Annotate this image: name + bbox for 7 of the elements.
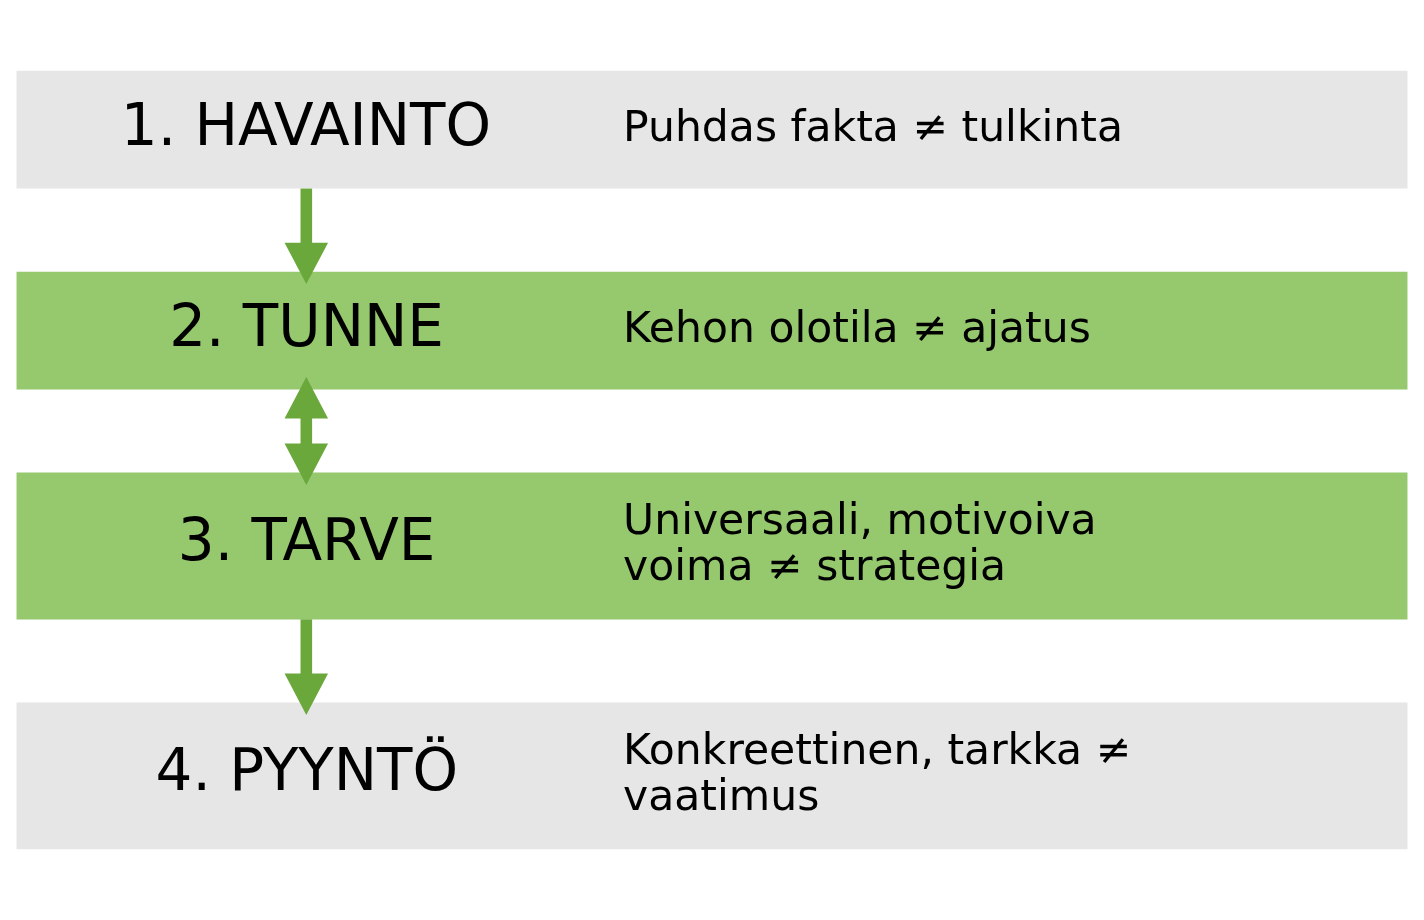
node-box: 4. PYYNTÖ Konkreettinen, tarkka ≠ vaatimus	[16, 702, 1408, 850]
arrow	[284, 619, 329, 715]
node-box: 3. TARVE Universaali, motivoiva voima ≠ strategia	[16, 472, 1408, 620]
arrow	[284, 188, 329, 285]
arrow	[284, 377, 329, 486]
node-box: 1. HAVAINTO Puhdas fakta ≠ tulkinta	[16, 70, 1408, 189]
node-box: 2. TUNNE Kehon olotila ≠ ajatus	[16, 271, 1408, 390]
